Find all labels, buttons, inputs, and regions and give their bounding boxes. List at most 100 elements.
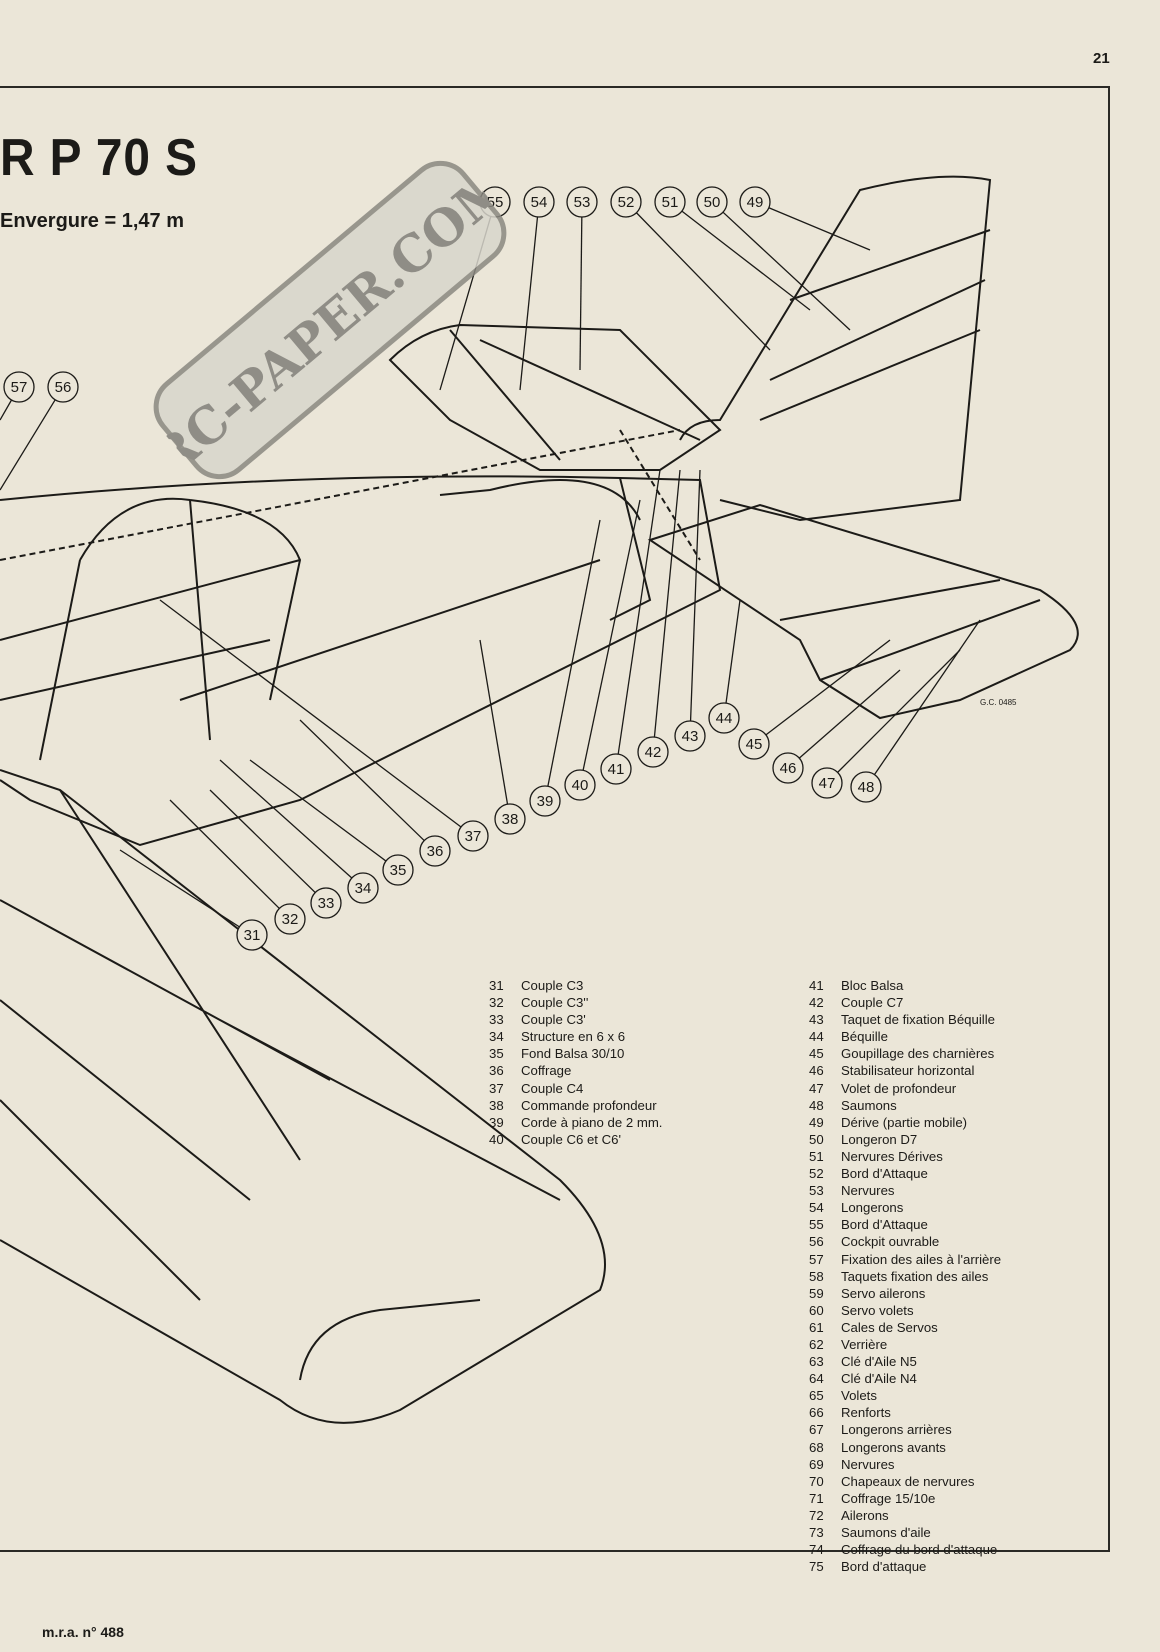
- legend-item: 60 Servo volets: [809, 1302, 1001, 1319]
- callout-circle: [600, 753, 632, 785]
- legend-number: 67: [809, 1422, 824, 1438]
- legend-label: Cales de Servos: [841, 1319, 938, 1335]
- callout-57: 57: [0, 371, 35, 421]
- callout-circle: [529, 785, 561, 817]
- callout-48: 48: [850, 619, 981, 803]
- legend-label: Longerons arrières: [841, 1422, 952, 1438]
- page-frame: [0, 86, 1110, 1552]
- callout-circle: [708, 702, 740, 734]
- legend-number: 71: [809, 1490, 824, 1506]
- leader-line: [547, 519, 601, 787]
- leader-line: [725, 599, 741, 704]
- legend-label: Taquets fixation des ailes: [841, 1268, 989, 1284]
- legend-number: 45: [809, 1046, 824, 1062]
- legend-label: Corde à piano de 2 mm.: [521, 1114, 663, 1130]
- callout-circle: [739, 186, 771, 218]
- callout-number: 37: [465, 828, 482, 845]
- leader-line: [653, 469, 681, 738]
- callout-number: 31: [244, 927, 261, 944]
- legend-number: 53: [809, 1183, 824, 1199]
- callout-31: 31: [119, 849, 268, 951]
- callout-number: 40: [572, 777, 589, 794]
- legend-item: 67 Longerons arrières: [809, 1421, 1001, 1438]
- legend-item: 38 Commande profondeur: [489, 1097, 662, 1114]
- vertical-fin: [679, 175, 992, 522]
- callout-34: 34: [219, 759, 379, 904]
- callout-number: 52: [618, 194, 635, 211]
- legend-label: Bord d'Attaque: [841, 1166, 928, 1182]
- leader-line: [617, 469, 661, 755]
- legend-number: 40: [489, 1131, 504, 1147]
- legend-number: 61: [809, 1319, 824, 1335]
- callout-number: 39: [537, 793, 554, 810]
- legend-label: Coffrage du bord d'attaque: [841, 1542, 998, 1558]
- legend-label: Couple C3'': [521, 995, 589, 1011]
- legend-label: Coffrage: [521, 1063, 572, 1079]
- cockpit-former: [79, 497, 302, 701]
- legend-number: 60: [809, 1302, 824, 1318]
- legend-label: Coffrage 15/10e: [841, 1490, 936, 1506]
- legend-number: 75: [809, 1559, 824, 1575]
- legend-label: Bord d'Attaque: [841, 1217, 928, 1233]
- leader-line: [299, 719, 425, 842]
- legend-number: 42: [809, 995, 824, 1011]
- callout-circle: [637, 736, 669, 768]
- legend-label: Volets: [841, 1388, 877, 1404]
- callout-39: 39: [529, 519, 601, 817]
- legend-number: 59: [809, 1285, 824, 1301]
- legend-number: 55: [809, 1217, 824, 1233]
- legend-number: 68: [809, 1439, 824, 1455]
- fuselage-outline: [0, 475, 722, 847]
- callout-36: 36: [299, 719, 451, 867]
- legend-number: 69: [809, 1456, 824, 1472]
- callout-circle: [310, 887, 342, 919]
- legend-label: Bord d'attaque: [841, 1559, 927, 1575]
- callout-45: 45: [738, 639, 891, 760]
- legend-number: 38: [489, 1097, 504, 1113]
- callout-number: 43: [682, 728, 699, 745]
- callout-circle: [850, 771, 882, 803]
- legend-label: Structure en 6 x 6: [521, 1029, 626, 1045]
- callout-circle: [674, 720, 706, 752]
- legend-label: Clé d'Aile N4: [841, 1371, 917, 1387]
- callout-number: 45: [746, 736, 763, 753]
- callout-number: 51: [662, 194, 679, 211]
- legend-label: Commande profondeur: [521, 1097, 657, 1113]
- legend-number: 33: [489, 1012, 504, 1028]
- legend-label: Goupillage des charnières: [841, 1046, 995, 1062]
- callout-circle: [772, 752, 804, 784]
- callout-circle: [696, 186, 728, 218]
- leader-line: [873, 619, 981, 775]
- leader-line: [798, 669, 901, 759]
- legend-label: Servo volets: [841, 1302, 914, 1318]
- horizontal-stabilizer: [647, 503, 1079, 720]
- leader-line: [219, 759, 353, 879]
- callout-circle: [654, 186, 686, 218]
- legend-label: Ailerons: [841, 1507, 889, 1523]
- legend-number: 73: [809, 1525, 824, 1540]
- leader-line: [0, 399, 56, 491]
- callout-47: 47: [811, 649, 961, 799]
- callout-49: 49: [739, 186, 871, 251]
- leader-line: [249, 759, 387, 862]
- legend-number: 48: [809, 1097, 824, 1113]
